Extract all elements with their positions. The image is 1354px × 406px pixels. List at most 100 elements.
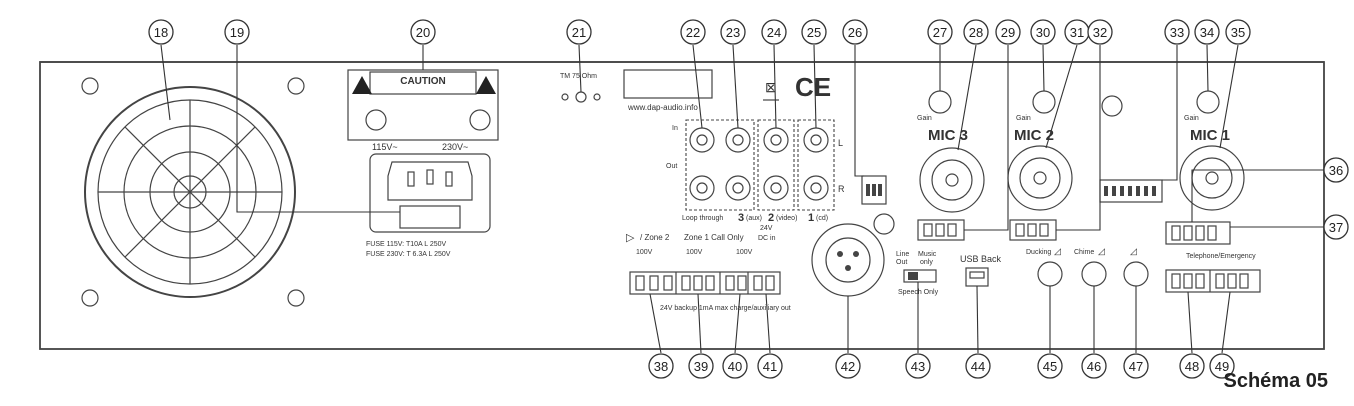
svg-text:21: 21 [572, 25, 586, 40]
voltage-230-label: 230V~ [442, 142, 468, 152]
svg-text:28: 28 [969, 25, 983, 40]
dip-switch [861, 175, 887, 205]
svg-text:22: 22 [686, 25, 700, 40]
music-only-label: only [920, 259, 933, 266]
telephone-terminal-block [1165, 269, 1261, 293]
callout-44: 44 [965, 353, 991, 379]
combo-jack [919, 147, 985, 213]
svg-text:42: 42 [841, 359, 855, 374]
channel-1-label: (cd) [816, 215, 828, 222]
svg-text:19: 19 [230, 25, 244, 40]
caution-label: CAUTION [400, 76, 446, 87]
xlr-output [811, 223, 885, 297]
ducking-knob [1037, 261, 1063, 287]
svg-text:36: 36 [1329, 163, 1343, 178]
svg-text:25: 25 [807, 25, 821, 40]
line-out-label: Out [896, 259, 907, 266]
svg-text:39: 39 [694, 359, 708, 374]
terminal-block [917, 219, 965, 241]
svg-text:49: 49 [1215, 359, 1229, 374]
screw-hole [81, 77, 99, 95]
callout-39: 39 [688, 353, 714, 379]
channel-1-number: 1 [808, 212, 814, 224]
svg-text:46: 46 [1087, 359, 1101, 374]
svg-text:32: 32 [1093, 25, 1107, 40]
chime-knob [1081, 261, 1107, 287]
ducking-label: Ducking [1026, 249, 1051, 256]
weee-icon: ⊠ [765, 79, 777, 95]
xlr-mini [873, 213, 895, 235]
svg-text:48: 48 [1185, 359, 1199, 374]
gain-label: Gain [1184, 115, 1199, 122]
usb-label: USB Back [960, 254, 1002, 264]
callout-30: 30 [1030, 19, 1056, 45]
svg-text:41: 41 [763, 359, 777, 374]
screw-hole [287, 289, 305, 307]
svg-text:31: 31 [1070, 25, 1084, 40]
callout-49: 49 [1209, 353, 1235, 379]
backup-label: 24V backup 1mA max charge/auxiliary out [660, 305, 791, 312]
ramp-icon: ◿ [1130, 246, 1137, 256]
callout-45: 45 [1037, 353, 1063, 379]
rca-jack [725, 127, 751, 153]
svg-text:34: 34 [1200, 25, 1214, 40]
voltage-100v-label: 100V [686, 249, 703, 256]
zone-2-label: / Zone 2 [640, 233, 670, 242]
dc-24v-label: 24V [760, 225, 773, 232]
line-label: Line [896, 251, 909, 258]
dc-in-label: DC in [758, 235, 776, 242]
gain-label: Gain [1016, 115, 1031, 122]
svg-text:44: 44 [971, 359, 985, 374]
usb-port [965, 267, 989, 287]
website-label: www.dap-audio.info [627, 103, 698, 112]
callout-18: 18 [148, 19, 174, 45]
gain-knob [1196, 90, 1220, 114]
callout-24: 24 [761, 19, 787, 45]
voltage-115-label: 115V~ [372, 142, 398, 152]
ramp-icon: ◿ [1098, 246, 1105, 256]
svg-text:45: 45 [1043, 359, 1057, 374]
svg-text:23: 23 [726, 25, 740, 40]
callout-47: 47 [1123, 353, 1149, 379]
svg-text:43: 43 [911, 359, 925, 374]
callout-36: 36 [1323, 157, 1349, 183]
callout-19: 19 [224, 19, 250, 45]
rca-jack [763, 127, 789, 153]
zone-1-label: Zone 1 Call Only [684, 233, 744, 242]
callout-31: 31 [1064, 19, 1090, 45]
callout-43: 43 [905, 353, 931, 379]
left-label: L [838, 138, 843, 148]
caution-plate: CAUTION [347, 69, 499, 141]
callout-22: 22 [680, 19, 706, 45]
fan-grille [81, 77, 305, 307]
warning-triangle-icon [352, 76, 372, 94]
svg-text:27: 27 [933, 25, 947, 40]
channel-3-number: 3 [738, 212, 744, 224]
in-label: In [672, 125, 678, 132]
svg-text:40: 40 [728, 359, 742, 374]
callouts: 18 19 20 21 22 23 24 25 26 27 28 29 30 3… [148, 19, 1349, 379]
voltage-100v-label: 100V [736, 249, 753, 256]
callout-26: 26 [842, 19, 868, 45]
channel-2-label: (video) [776, 215, 797, 222]
warning-triangle-icon [476, 76, 496, 94]
rca-jack [803, 127, 829, 153]
terminal-block [1165, 221, 1231, 245]
telephone-emergency-label: Telephone/Emergency [1186, 253, 1256, 260]
screw-hole [81, 289, 99, 307]
callout-41: 41 [757, 353, 783, 379]
callout-34: 34 [1194, 19, 1220, 45]
svg-text:26: 26 [848, 25, 862, 40]
leader-lines [160, 44, 1324, 354]
mic-2-label: MIC 2 [1014, 127, 1054, 144]
svg-text:18: 18 [154, 25, 168, 40]
fuse-holder [399, 205, 461, 229]
callout-29: 29 [995, 19, 1021, 45]
antenna-connector [575, 91, 587, 103]
callout-27: 27 [927, 19, 953, 45]
combo-jack [1007, 145, 1073, 211]
rca-block [685, 119, 835, 211]
rca-jack [763, 175, 789, 201]
callout-25: 25 [801, 19, 827, 45]
